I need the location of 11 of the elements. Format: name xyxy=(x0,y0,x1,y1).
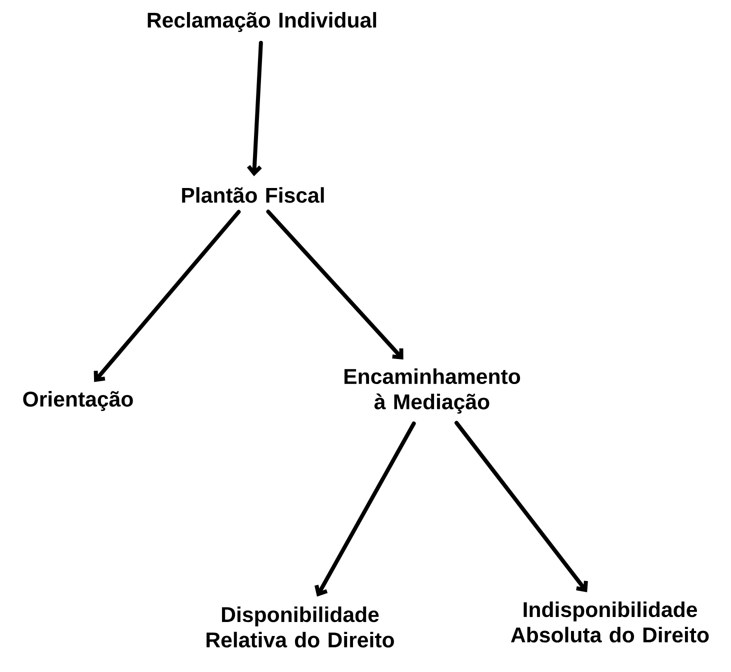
label-text: Disponibilidade Relativa do Direito xyxy=(206,606,394,648)
label-text: Encaminhamento à Mediação xyxy=(344,368,520,414)
label-text: Indisponibilidade Absoluta do Direito xyxy=(510,602,709,642)
label-text: Plantão Fiscal xyxy=(182,187,324,203)
arrow xyxy=(314,422,416,597)
arrow xyxy=(266,210,404,360)
arrow xyxy=(246,40,263,176)
arrow xyxy=(454,420,588,592)
label-text: Reclamação Individual xyxy=(148,12,376,32)
label-text: Orientação xyxy=(23,391,133,411)
arrow xyxy=(94,210,241,382)
